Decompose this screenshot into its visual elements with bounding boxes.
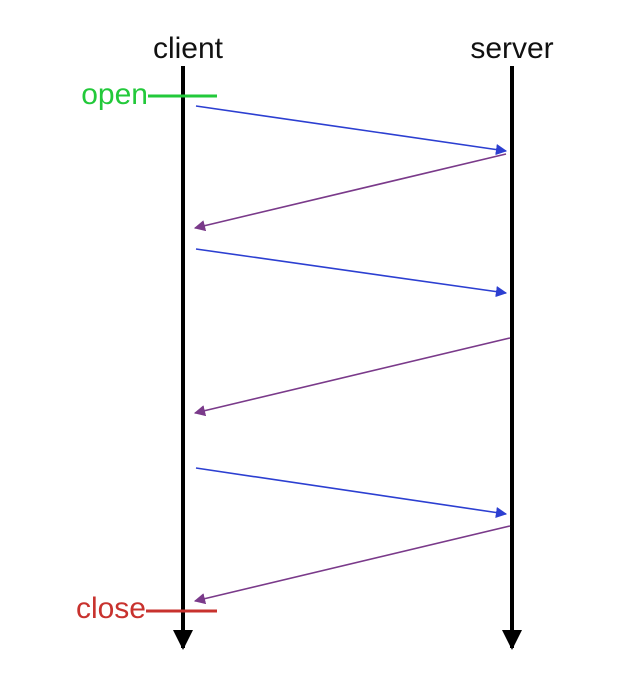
request-arrow-2: [195, 248, 508, 298]
client-label: client: [153, 32, 224, 65]
response-arrow-1: [193, 153, 507, 232]
close-label: close: [76, 592, 146, 625]
response-arrow-2: [193, 337, 511, 417]
server-label: server: [470, 32, 553, 65]
request-arrow-1: [195, 105, 508, 156]
open-label: open: [81, 78, 148, 111]
response-arrow-3: [193, 525, 511, 605]
request-arrow-3: [195, 467, 508, 519]
